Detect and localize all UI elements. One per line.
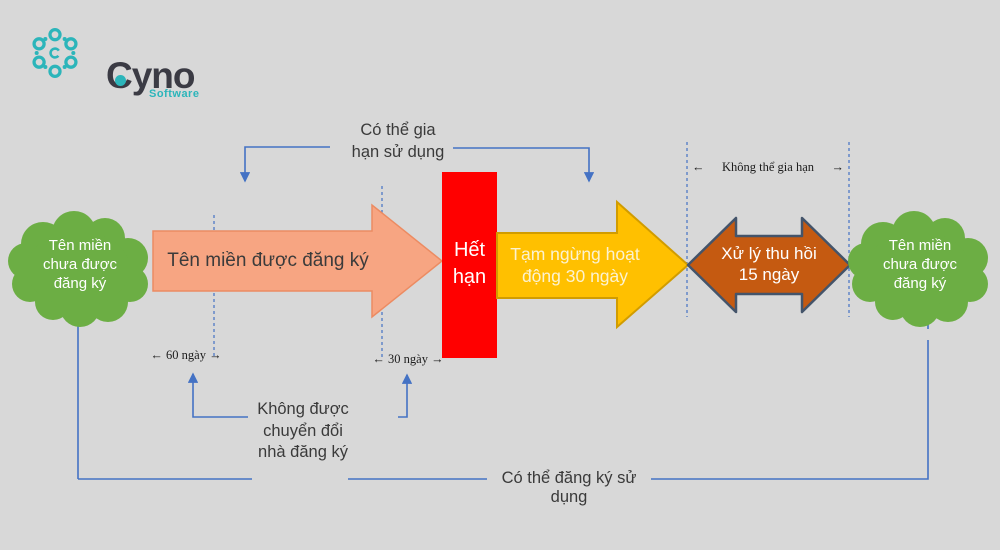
cyno-logo: Cyno Software	[28, 25, 258, 100]
duration-30-days-label: ← 30 ngày →	[372, 352, 444, 366]
registered-stage-label: Tên miền được đăng ký	[167, 250, 369, 271]
non-renewable-label: Không thể gia hạn	[722, 160, 814, 174]
non-renewable-annotation: ← Không thể gia hạn →	[692, 160, 844, 175]
brand-subtitle: Software	[149, 88, 200, 100]
registered-stage-arrow	[152, 203, 444, 319]
suspended-stage-label: Tạm ngừng hoạt động 30 ngày	[510, 244, 640, 286]
cloud-right-label: Tên miền chưa được đăng ký	[882, 237, 958, 292]
brand-c-dot	[115, 75, 126, 86]
expired-stage-bar	[442, 172, 497, 358]
expired-stage-label: Hết hạn	[452, 239, 487, 288]
suspended-stage-arrow	[496, 199, 690, 330]
no-transfer-right-connector	[398, 373, 413, 418]
cyno-logo-icon	[32, 28, 78, 78]
non-renewable-arrow-right: →	[831, 160, 845, 174]
renewable-right-connector	[453, 147, 595, 183]
cloud-left-label: Tên miền chưa được đăng ký	[42, 237, 118, 292]
duration-60-days-label: ← 60 ngày →	[150, 348, 222, 362]
non-renewable-arrow-left: ←	[692, 160, 705, 174]
re-register-line-seg3	[651, 340, 929, 480]
re-register-annotation: Có thể đăng ký sử dụng	[501, 469, 637, 506]
redemption-stage-label: Xử lý thu hồi 15 ngày	[721, 244, 817, 284]
renewable-annotation: Có thể gia hạn sử dụng	[351, 121, 445, 161]
renewable-left-connector	[239, 146, 330, 183]
no-transfer-left-connector	[187, 372, 248, 418]
connectors	[72, 146, 934, 480]
no-transfer-annotation: Không được chuyển đổi nhà đăng ký	[257, 400, 349, 461]
